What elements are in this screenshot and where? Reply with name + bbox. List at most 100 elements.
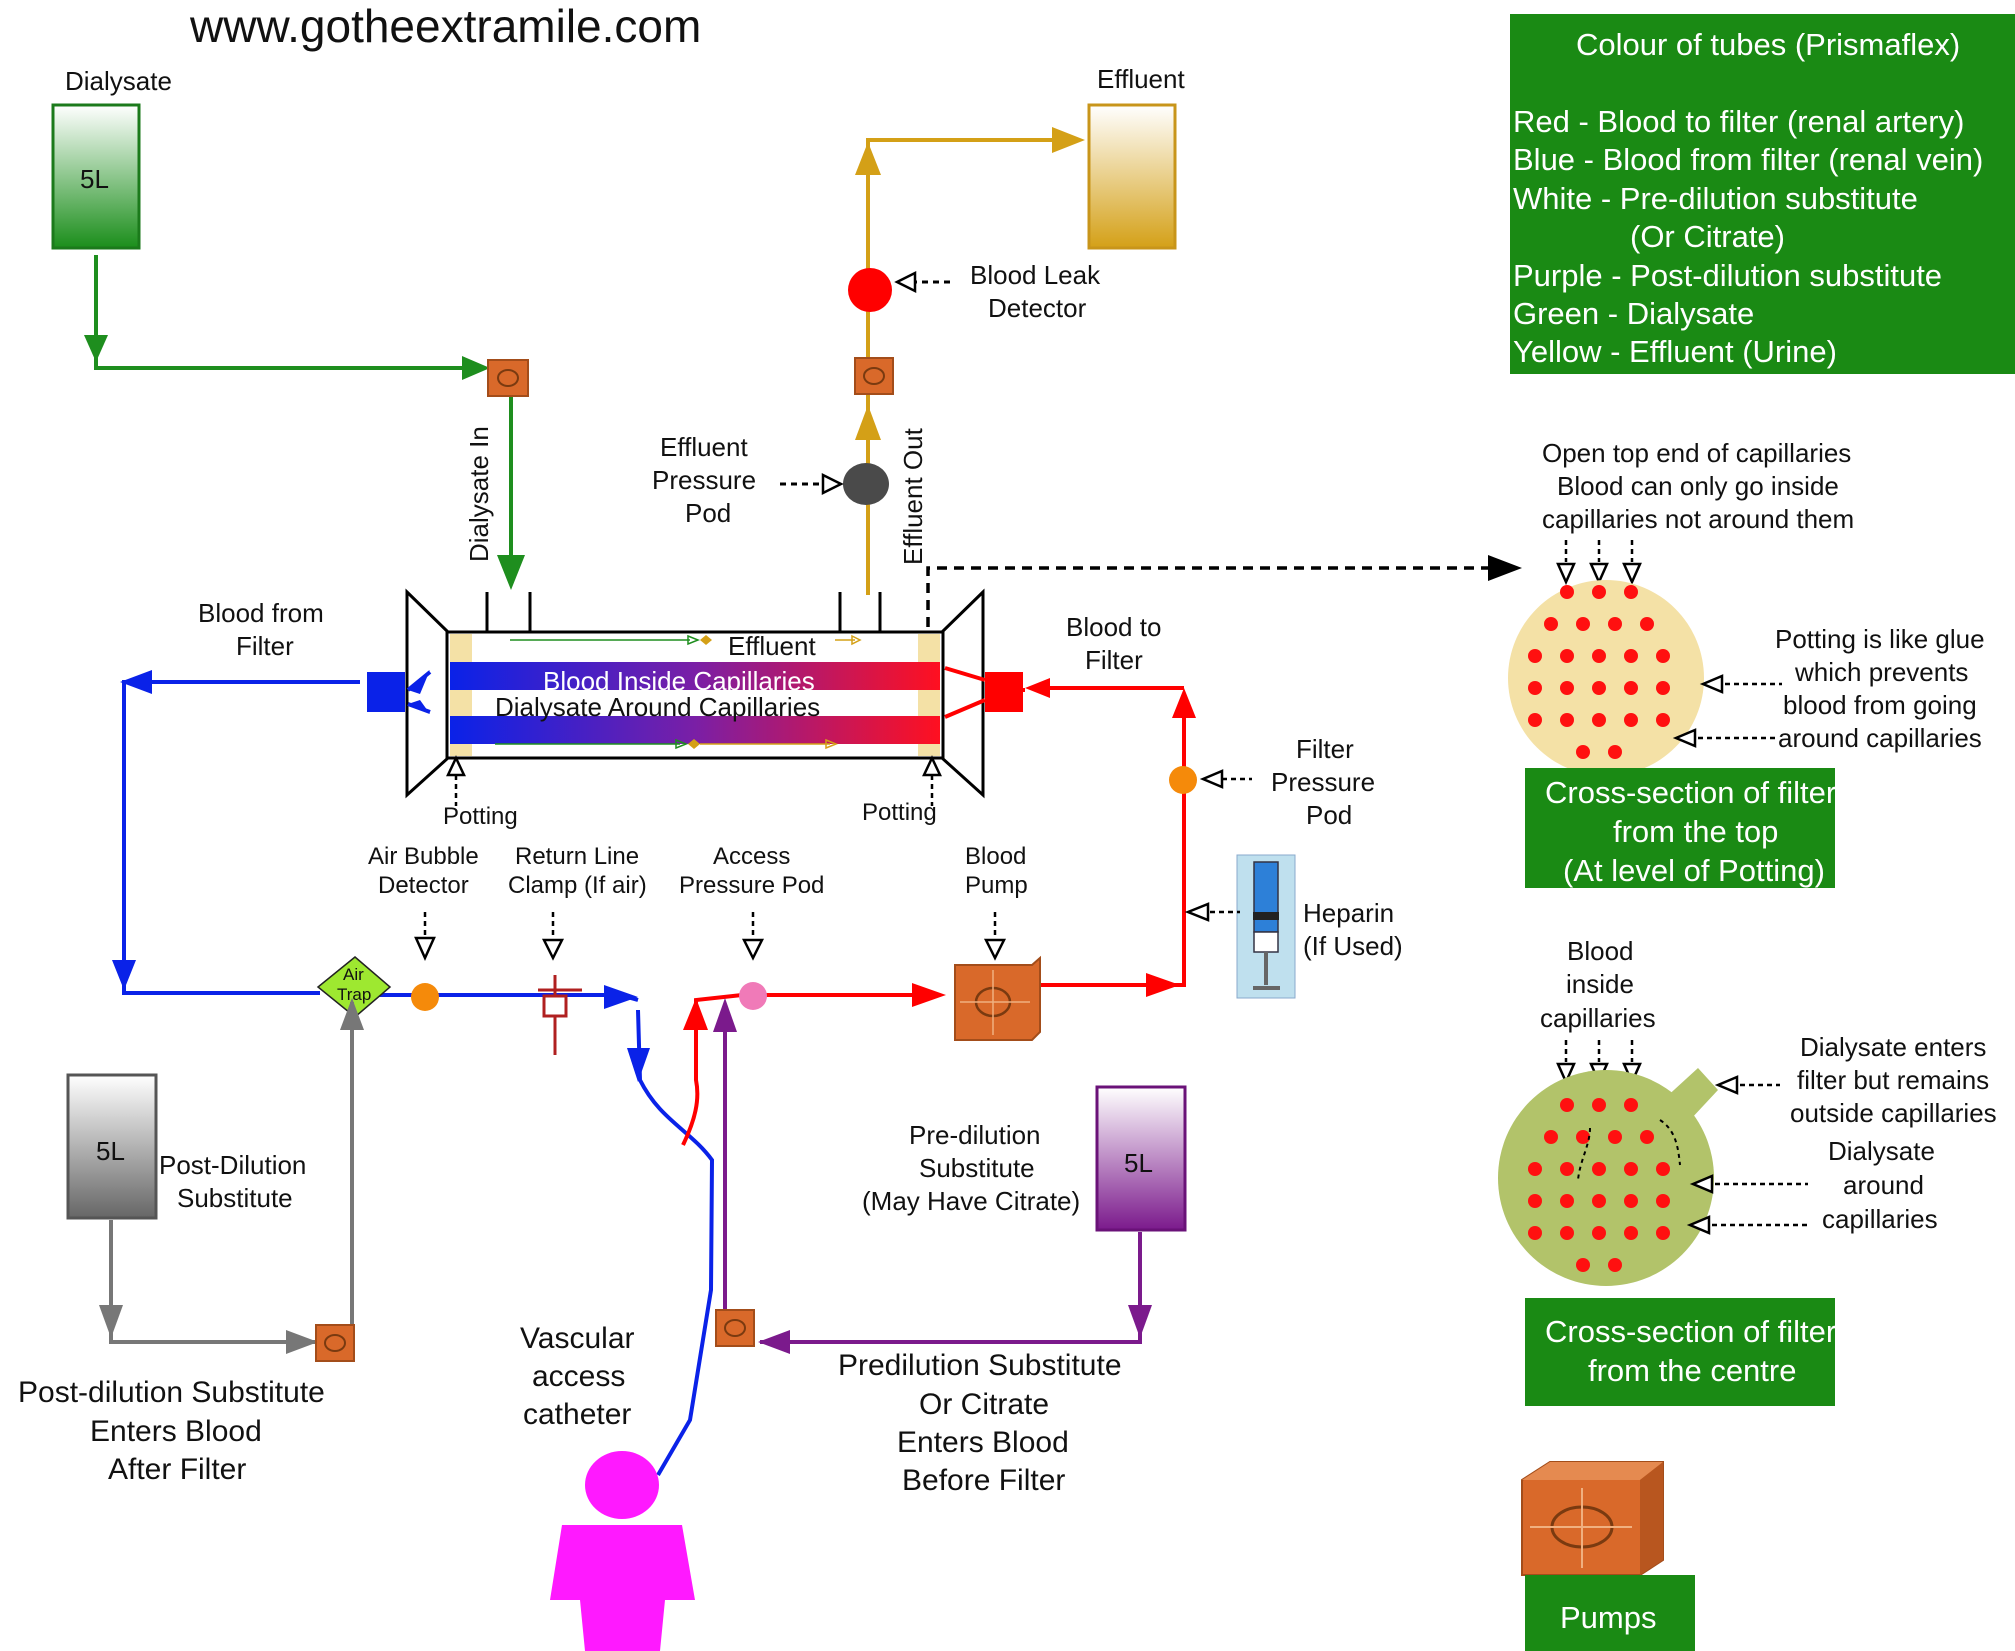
pre-enters-label-3: Enters Blood <box>897 1426 1069 1459</box>
air-bubble-label-2: Detector <box>378 872 469 899</box>
effluent-pressure-pod <box>843 463 889 505</box>
pre-substitute-label-3: (May Have Citrate) <box>862 1186 1080 1216</box>
air-bubble-detector <box>411 983 439 1011</box>
blood-leak-detector <box>848 268 892 312</box>
website-url: www.gotheextramile.com <box>189 0 701 52</box>
legend-item-2: Blue - Blood from filter (renal vein) <box>1513 142 1983 177</box>
potting-note-4: around capillaries <box>1778 723 1982 753</box>
blood-to-filter-label-1: Blood to <box>1066 612 1161 642</box>
blood-from-filter-label-1: Blood from <box>198 598 324 628</box>
vascular-label-2: access <box>532 1360 625 1393</box>
heparin-syringe-icon <box>1236 854 1296 999</box>
cross-section-top <box>1508 580 1704 776</box>
capillary-dot <box>1528 1226 1542 1240</box>
effluent-arrow-3 <box>855 405 881 440</box>
capillary-dot <box>1640 1130 1654 1144</box>
blood-leak-label-2: Detector <box>988 293 1087 323</box>
potting-left-label: Potting <box>443 803 518 830</box>
blood-pump-icon <box>954 955 1041 1041</box>
post-dilution-line <box>109 1002 354 1344</box>
pumps-legend-box <box>1525 1575 1695 1651</box>
return-line-clamp <box>538 975 582 1055</box>
dialysate-around-capillaries-label: Dialysate Around Capillaries <box>495 692 820 722</box>
effluent-pump-icon <box>854 357 894 395</box>
pre-dilution-pump-icon <box>715 1309 755 1347</box>
capillary-dot <box>1544 617 1558 631</box>
capillary-dot <box>1656 713 1670 727</box>
filter <box>405 588 985 799</box>
capillary-dot <box>1560 713 1574 727</box>
capillary-dot <box>1624 713 1638 727</box>
potting-note-2: which prevents <box>1794 657 1968 687</box>
post-substitute-label-2: Substitute <box>177 1183 293 1213</box>
pre-enters-label-1: Predilution Substitute <box>838 1349 1122 1382</box>
cross-centre-box <box>1525 1298 1835 1406</box>
post-enters-label-2: Enters Blood <box>90 1415 262 1448</box>
cross-top-box-2: from the top <box>1613 814 1778 849</box>
capillary-dot <box>1624 1194 1638 1208</box>
capillary-dot <box>1576 1130 1590 1144</box>
legend-item-3: White - Pre-dilution substitute <box>1513 181 1918 216</box>
legend-item-6: Green - Dialysate <box>1513 296 1754 331</box>
air-bubble-label-1: Air Bubble <box>368 843 479 870</box>
pre-enters-label-2: Or Citrate <box>919 1388 1049 1421</box>
cross-top-note-2: Blood can only go inside <box>1557 471 1839 501</box>
centre-blood-note-3: capillaries <box>1540 1003 1656 1033</box>
post-substitute-label-1: Post-Dilution <box>159 1150 306 1180</box>
centre-enters-note-3: outside capillaries <box>1790 1098 1997 1128</box>
effluent-bag <box>1087 103 1177 250</box>
post-bag-volume: 5L <box>96 1136 125 1166</box>
blood-to-filter-port <box>985 672 1023 712</box>
capillary-dot <box>1624 649 1638 663</box>
capillary-dot <box>1624 1162 1638 1176</box>
dialysate-bag-volume: 5L <box>80 164 109 194</box>
capillary-dot <box>1576 1258 1590 1272</box>
return-clamp-label-2: Clamp (If air) <box>508 872 647 899</box>
blood-from-filter-label-2: Filter <box>236 631 294 661</box>
capillary-dot <box>1560 1098 1574 1112</box>
potting-right-label: Potting <box>862 799 937 826</box>
post-enters-label-3: After Filter <box>108 1453 246 1486</box>
dialysate-bag-label: Dialysate <box>65 66 172 96</box>
top-pointers <box>1564 540 1634 562</box>
capillary-dot <box>1624 681 1638 695</box>
pre-dilution-line <box>723 1010 1142 1344</box>
effluent-line <box>866 138 1060 595</box>
pre-bag-volume: 5L <box>1124 1148 1153 1178</box>
cross-centre-box-2: from the centre <box>1588 1353 1796 1388</box>
access-pod-label-2: Pressure Pod <box>679 872 824 899</box>
post-dilution-bag <box>66 1073 158 1220</box>
effluent-arrow-2 <box>855 142 881 175</box>
effluent-arrow-1 <box>1052 127 1085 153</box>
potting-note-1: Potting is like glue <box>1775 624 1985 654</box>
capillary-dot <box>1560 649 1574 663</box>
capillary-dot <box>1624 585 1638 599</box>
centre-capillary-dots <box>1528 1098 1670 1272</box>
post-dilution-pump-icon <box>315 1324 355 1362</box>
effluent-pod-label-2: Pressure <box>652 465 756 495</box>
centre-enters-note-2: filter but remains <box>1797 1065 1989 1095</box>
capillary-dot <box>1528 713 1542 727</box>
capillary-dot <box>1608 745 1622 759</box>
filter-pod-label-2: Pressure <box>1271 767 1375 797</box>
capillary-dot <box>1592 1162 1606 1176</box>
capillary-dot <box>1656 1162 1670 1176</box>
dialysate-arrow-3 <box>497 555 525 590</box>
legend-item-5: Purple - Post-dilution substitute <box>1513 258 1942 293</box>
capillary-dot <box>1656 1226 1670 1240</box>
effluent-bag-label: Effluent <box>1097 64 1185 94</box>
cross-centre-box-1: Cross-section of filter <box>1545 1314 1836 1349</box>
capillary-dot <box>1592 649 1606 663</box>
legend-item-4: (Or Citrate) <box>1630 219 1785 254</box>
centre-around-note-3: capillaries <box>1822 1204 1938 1234</box>
legend-item-1: Red - Blood to filter (renal artery) <box>1513 104 1964 139</box>
capillary-dot <box>1528 1162 1542 1176</box>
centre-blood-note-1: Blood <box>1567 936 1634 966</box>
blood-to-filter-label-2: Filter <box>1085 645 1143 675</box>
capillary-dot <box>1560 1162 1574 1176</box>
legend-panel <box>1510 14 2015 374</box>
filter-to-cross-section-pointer <box>926 566 1490 712</box>
capillary-dot <box>1656 681 1670 695</box>
capillary-dot <box>1608 617 1622 631</box>
capillary-dot <box>1576 617 1590 631</box>
